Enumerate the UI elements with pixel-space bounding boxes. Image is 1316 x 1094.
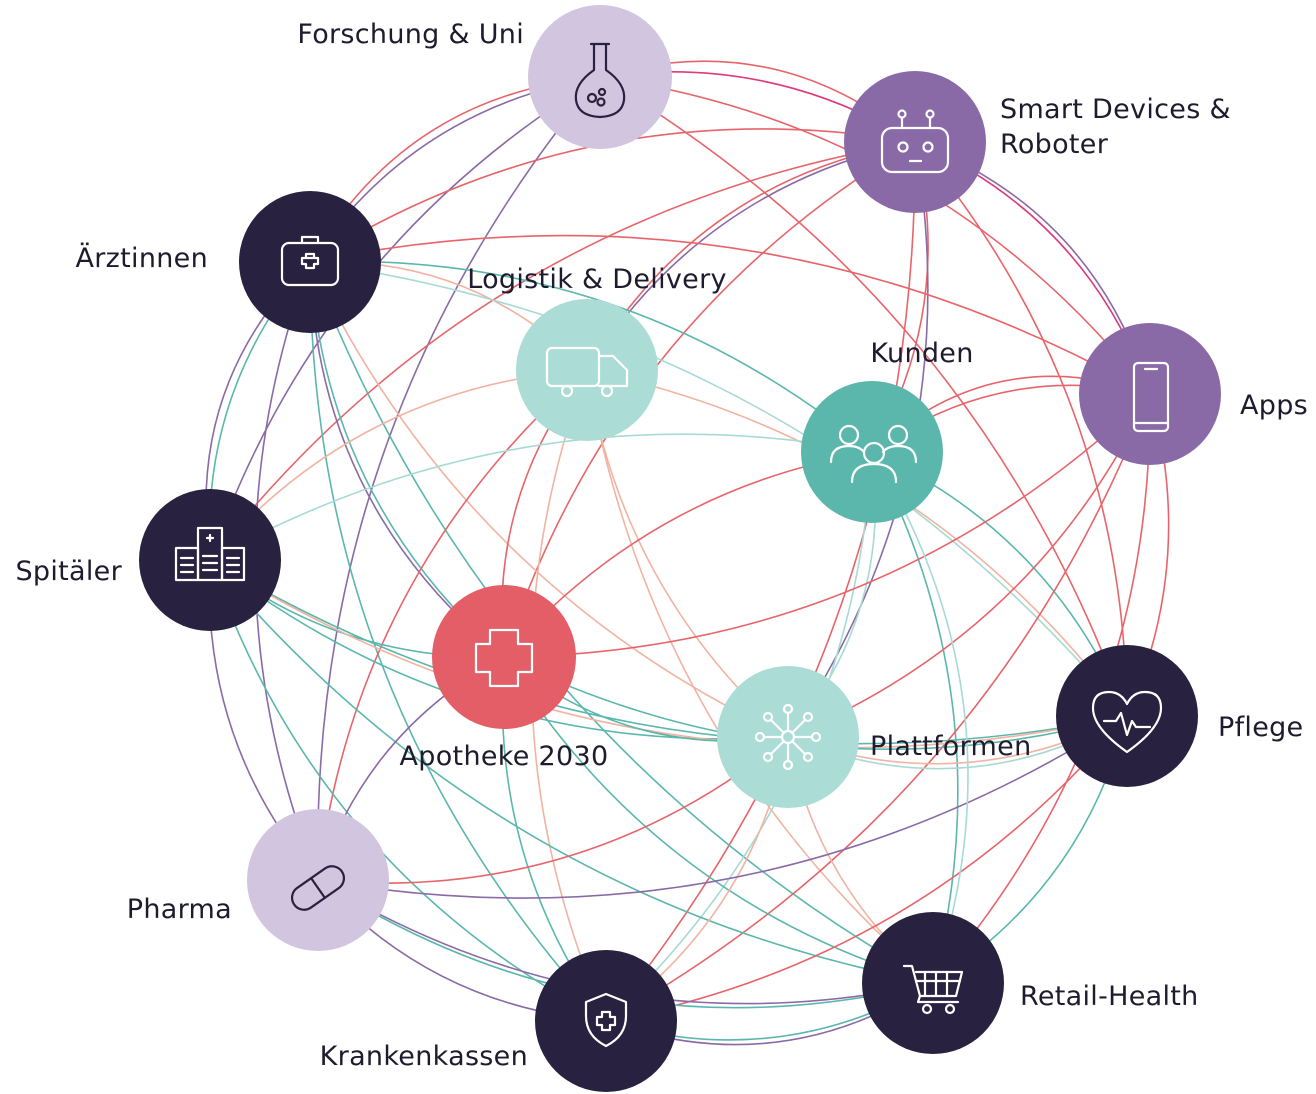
connection-line [309, 128, 916, 263]
connection-line [914, 141, 1128, 717]
node-forschung: Forschung & Uni [297, 5, 672, 149]
truck-icon [545, 346, 629, 398]
connection-line [309, 261, 607, 1022]
node-label-pharma: Pharma [127, 894, 232, 925]
connection-line [605, 715, 1128, 1022]
hospital-icon [174, 526, 246, 582]
node-label-plattformen: Plattformen [870, 731, 1031, 762]
node-label-smart-line2: Roboter [1000, 129, 1109, 160]
shopping-cart-icon [902, 964, 964, 1015]
node-label-retail: Retail-Health [1020, 981, 1199, 1012]
connection-line [871, 451, 969, 984]
node-label-spitaeler: Spitäler [15, 556, 122, 587]
shield-cross-icon [584, 992, 628, 1048]
node-logistik: Logistik & Delivery [467, 264, 727, 441]
node-label-pflege: Pflege [1218, 712, 1303, 743]
nodes: Forschung & Uni Smart Devices & Roboter [15, 5, 1308, 1092]
robot-icon [880, 109, 950, 174]
connection-line [317, 369, 588, 881]
node-label-smart-line1: Smart Devices & [1000, 94, 1231, 125]
medical-kit-icon [280, 235, 340, 287]
connection-line [209, 559, 934, 984]
node-retail: Retail-Health [862, 912, 1199, 1054]
node-label-kunden: Kunden [870, 338, 973, 369]
connection-line [209, 433, 873, 561]
connection-line [209, 559, 1128, 745]
connection-line [209, 141, 916, 561]
connection-line [605, 393, 1151, 1022]
connection-line [586, 369, 934, 984]
connection-line [317, 736, 789, 884]
node-smart-devices: Smart Devices & Roboter [844, 71, 1231, 213]
connection-line [309, 234, 1151, 395]
people-icon [829, 424, 918, 484]
node-kunden: Kunden [801, 338, 973, 523]
connection-line [317, 715, 1128, 899]
node-pflege: Pflege [1056, 645, 1303, 787]
connection-line [605, 141, 916, 1022]
connection-line [209, 559, 1128, 749]
connection-line [503, 656, 934, 984]
node-label-logistik: Logistik & Delivery [467, 264, 727, 295]
pharmacy-cross-icon [474, 628, 534, 688]
node-label-apotheke: Apotheke 2030 [400, 741, 609, 772]
node-aerztinnen: Ärztinnen [76, 191, 381, 333]
node-label-forschung: Forschung & Uni [297, 19, 524, 50]
network-icon [754, 703, 822, 771]
node-apotheke: Apotheke 2030 [400, 585, 609, 772]
node-spitaeler: Spitäler [15, 489, 281, 631]
connection-line [787, 393, 1151, 738]
heart-pulse-icon [1091, 690, 1163, 754]
flask-icon [574, 42, 626, 119]
node-plattformen: Plattformen [717, 666, 1031, 808]
connection-line [309, 261, 1128, 717]
node-krankenkassen: Krankenkassen [320, 950, 677, 1092]
connection-line [871, 451, 959, 984]
smartphone-icon [1132, 361, 1170, 433]
connection-line [309, 261, 789, 738]
node-label-aerztinnen: Ärztinnen [76, 242, 208, 274]
node-pharma: Pharma [127, 809, 389, 951]
node-label-apps: Apps [1240, 390, 1308, 421]
pill-icon [290, 865, 346, 911]
node-apps: Apps [1079, 323, 1308, 465]
connection-line [316, 76, 601, 881]
connection-line [503, 393, 1151, 658]
node-label-krankenkassen: Krankenkassen [320, 1041, 528, 1072]
connection-line [599, 76, 1128, 717]
